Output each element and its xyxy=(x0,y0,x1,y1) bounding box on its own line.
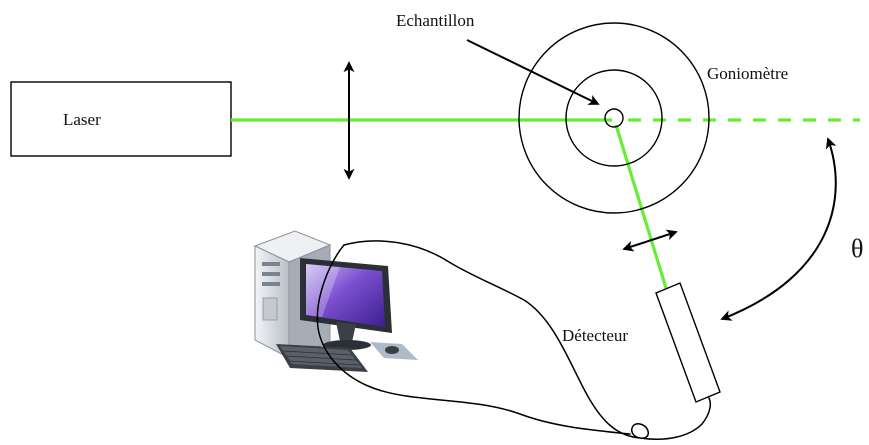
detector-label: Détecteur xyxy=(562,326,628,345)
sample-pointer-arrow xyxy=(466,39,600,105)
angle-arc-icon xyxy=(720,137,837,321)
detector-motion-icon xyxy=(622,229,678,252)
computer-icon xyxy=(253,230,418,372)
goniometer xyxy=(518,22,710,214)
detector xyxy=(655,282,721,403)
angle-theta-label: θ xyxy=(851,234,863,263)
sample-label: Echantillon xyxy=(396,11,475,30)
sample-cell xyxy=(604,108,624,128)
scattered-beam xyxy=(614,124,668,289)
laser-label: Laser xyxy=(63,110,101,129)
data-cable-left-loop xyxy=(316,244,631,435)
goniometer-label: Goniomètre xyxy=(707,64,788,83)
laser-source: Laser xyxy=(10,81,232,157)
data-cable xyxy=(343,240,712,440)
